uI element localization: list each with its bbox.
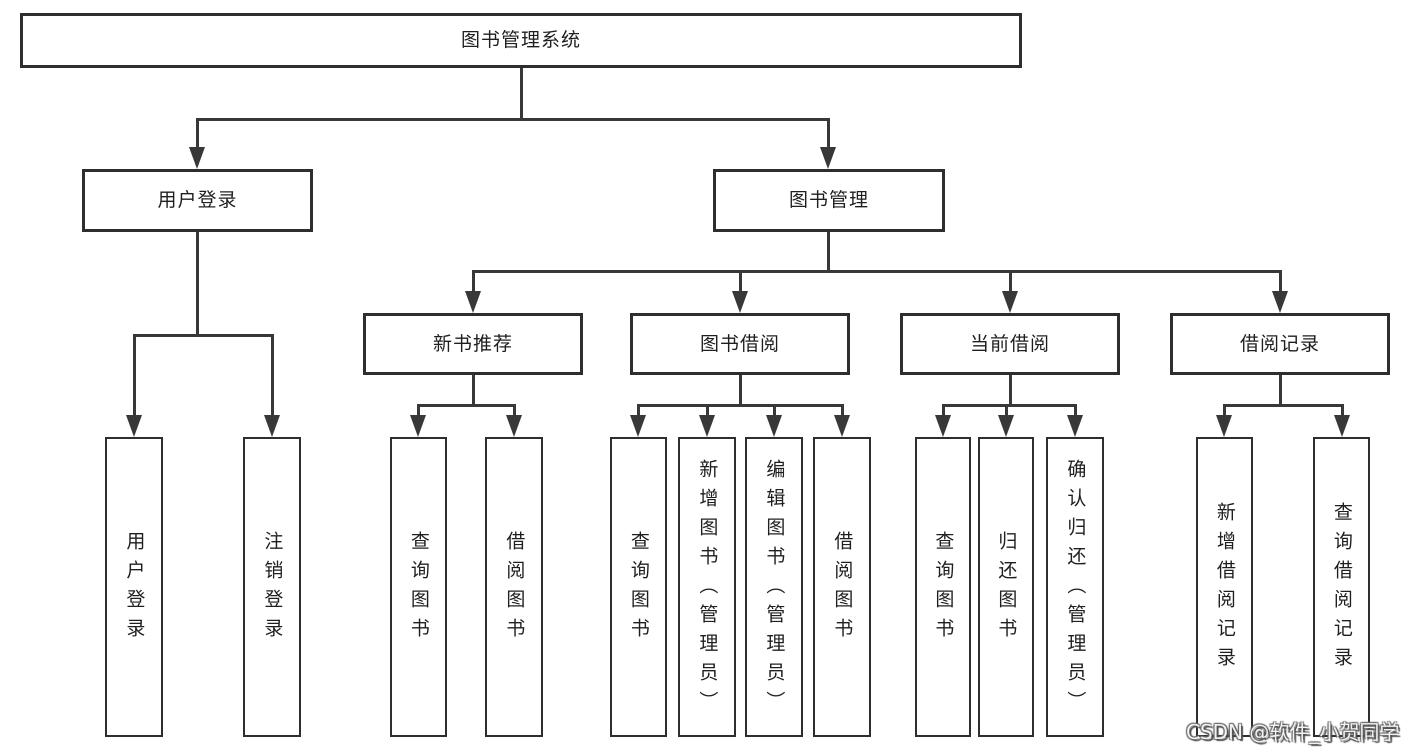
connector-vline [196, 118, 199, 148]
connector-vline [520, 68, 523, 120]
node-leaf-query-books-rec: 查询图书 [390, 437, 447, 737]
node-leaf-return-book: 归还图书 [978, 437, 1034, 737]
arrow-down-icon [506, 415, 522, 437]
connector-vline [1005, 404, 1008, 417]
node-book-management: 图书管理 [713, 169, 945, 232]
connector-vline [706, 404, 709, 417]
connector-hline [942, 404, 1076, 407]
node-leaf-logout: 注销登录 [243, 437, 301, 737]
node-root-system: 图书管理系统 [20, 13, 1022, 68]
connector-vline [1074, 404, 1077, 417]
connector-vline [773, 404, 776, 417]
arrow-down-icon [1216, 415, 1232, 437]
node-leaf-query-books-borrow: 查询图书 [610, 437, 667, 737]
node-leaf-edit-book-admin: 编辑图书（管理员） [745, 437, 803, 737]
connector-vline [739, 270, 742, 293]
arrow-down-icon [998, 415, 1014, 437]
connector-vline [513, 404, 516, 417]
arrow-down-icon [1067, 415, 1083, 437]
connector-vline [739, 375, 742, 406]
arrow-down-icon [1002, 291, 1018, 313]
connector-hline [472, 270, 1281, 273]
connector-vline [942, 404, 945, 417]
connector-vline [1223, 404, 1226, 417]
arrow-down-icon [189, 147, 205, 169]
node-leaf-query-borrow-record: 查询借阅记录 [1313, 437, 1370, 737]
connector-vline [637, 404, 640, 417]
node-leaf-borrow-books-rec: 借阅图书 [485, 437, 543, 737]
arrow-down-icon [935, 415, 951, 437]
node-borrowing-records: 借阅记录 [1170, 313, 1390, 375]
connector-vline [1279, 375, 1282, 406]
connector-vline [417, 404, 420, 417]
arrow-down-icon [465, 291, 481, 313]
connector-hline [133, 334, 273, 337]
connector-vline [271, 334, 274, 417]
node-leaf-query-books-current: 查询图书 [915, 437, 971, 737]
node-leaf-borrow-books: 借阅图书 [813, 437, 871, 737]
connector-hline [637, 404, 843, 407]
connector-vline [196, 232, 199, 336]
connector-vline [1341, 404, 1344, 417]
arrow-down-icon [1272, 291, 1288, 313]
connector-hline [196, 118, 830, 121]
arrow-down-icon [1334, 415, 1350, 437]
connector-hline [1223, 404, 1343, 407]
node-current-borrowing: 当前借阅 [900, 313, 1120, 375]
arrow-down-icon [126, 415, 142, 437]
node-leaf-confirm-return-admin: 确认归还（管理员） [1046, 437, 1104, 737]
arrow-down-icon [699, 415, 715, 437]
connector-hline [417, 404, 515, 407]
node-leaf-add-book-admin: 新增图书（管理员） [678, 437, 736, 737]
connector-vline [133, 334, 136, 417]
connector-vline [1279, 270, 1282, 293]
connector-vline [827, 232, 830, 272]
node-user-login: 用户登录 [82, 169, 313, 232]
arrow-down-icon [732, 291, 748, 313]
node-leaf-add-borrow-record: 新增借阅记录 [1196, 437, 1253, 737]
csdn-watermark: CSDN @软件_小贺同学 [1186, 720, 1400, 744]
connector-vline [1009, 375, 1012, 406]
node-leaf-user-login: 用户登录 [105, 437, 163, 737]
arrow-down-icon [766, 415, 782, 437]
node-book-borrowing: 图书借阅 [630, 313, 850, 375]
arrow-down-icon [410, 415, 426, 437]
connector-vline [472, 375, 475, 406]
arrow-down-icon [264, 415, 280, 437]
connector-vline [827, 118, 830, 148]
arrow-down-icon [834, 415, 850, 437]
connector-vline [1009, 270, 1012, 293]
arrow-down-icon [820, 147, 836, 169]
connector-vline [472, 270, 475, 293]
arrow-down-icon [630, 415, 646, 437]
connector-vline [841, 404, 844, 417]
node-new-book-recommend: 新书推荐 [363, 313, 583, 375]
